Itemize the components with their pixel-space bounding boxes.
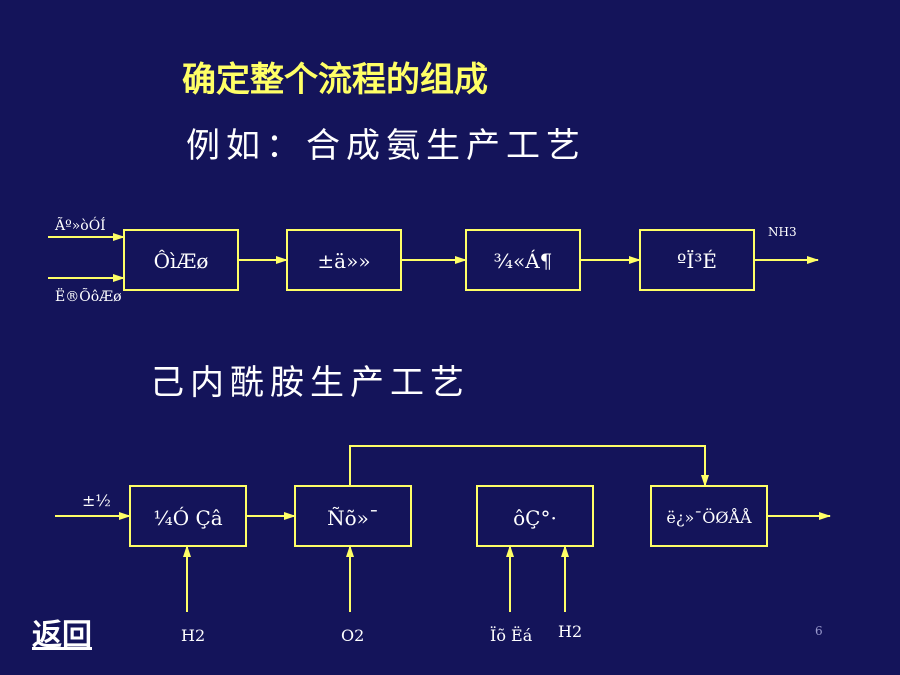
- feed-label: H2: [181, 626, 205, 645]
- box-label: ë¿»¯ÖØÅÅ: [666, 507, 752, 527]
- output-label: NH3: [768, 225, 797, 239]
- box-label: ôÇ°·: [513, 506, 557, 530]
- back-link[interactable]: 返回: [32, 618, 92, 653]
- arrow-bypass: [349, 445, 709, 487]
- box-label: Ñõ»¯: [327, 506, 379, 530]
- box-label: ¾«Á¶: [494, 249, 553, 273]
- box-label: ±ä»»: [317, 249, 370, 273]
- box-label: ºÏ³É: [677, 249, 717, 273]
- input-label-2: Ë®ÕôÆø: [55, 287, 122, 305]
- input-label-1: Ãº»òÓÍ: [54, 216, 106, 234]
- section2-title: 己内酰胺生产工艺: [150, 363, 470, 403]
- box-label: ¼Ó Çâ: [153, 505, 222, 530]
- page-number: 6: [815, 624, 823, 638]
- caprolactam-box-oximation: [476, 485, 594, 547]
- example-line: 例如：合成氨生产工艺: [186, 126, 586, 166]
- feed-label: H2: [558, 622, 582, 641]
- feed-label: Ïõ Ëá: [490, 625, 533, 645]
- benzene-label: ±½: [82, 491, 111, 510]
- feed-label: O2: [341, 626, 364, 645]
- box-label: ÔìÆø: [154, 248, 209, 273]
- page-title: 确定整个流程的组成: [182, 60, 488, 100]
